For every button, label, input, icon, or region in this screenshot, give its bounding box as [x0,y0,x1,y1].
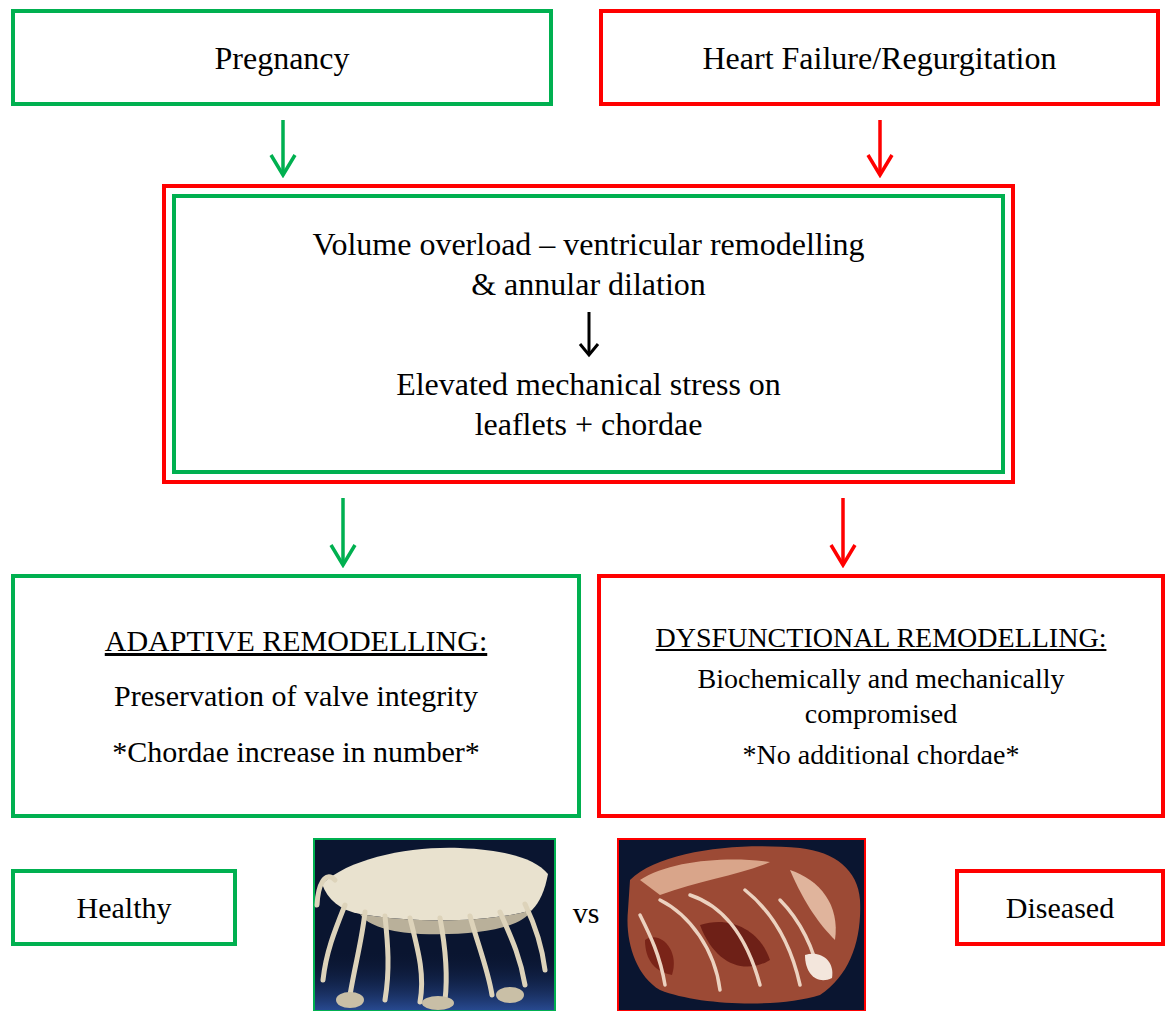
chorda [470,916,492,995]
photo-frame [618,839,865,1011]
label-anchor: vs [556,893,616,933]
inner-border: Volume overload – ventricular remodellin… [172,194,1005,474]
valve-tissue [627,846,860,1003]
chorda [690,895,760,985]
tag-box: Diseased [955,869,1165,946]
flow-arrow [281,120,285,175]
outcome-box: ADAPTIVE REMODELLING: Preservation of val… [11,574,581,818]
healthy-valve-photo [314,839,555,1011]
cause-box: Pregnancy [11,9,553,106]
outcome-box: DYSFUNCTIONAL REMODELLING: Biochemically … [597,574,1165,818]
papillary-muscle [422,996,454,1010]
valve-leaflet [322,848,548,921]
chordae [640,890,818,990]
flow-arrow-small [574,310,604,358]
comparison-label: vs [573,894,600,932]
box-text: Elevated mechanical stress on leaflets +… [369,364,809,444]
flow-arrow [878,120,882,175]
chorda [745,890,800,985]
box-heading: DYSFUNCTIONAL REMODELLING: [656,620,1107,655]
papillary-muscle [336,992,364,1008]
chorda [525,904,545,970]
photo-frame [314,839,555,1011]
chorda [660,900,720,990]
tissue-highlight [640,859,770,895]
box-text: Pregnancy [214,38,349,78]
flow-arrow [841,498,845,565]
chordae [317,877,545,1002]
chorda [640,915,665,985]
box-heading: Volume overload – ventricular remodellin… [305,224,871,304]
diseased-valve-photo [618,839,865,1011]
papillary-muscle [496,987,524,1003]
tissue-highlight [805,954,832,981]
tag-box: Healthy [11,869,237,946]
process-box: Volume overload – ventricular remodellin… [162,184,1015,484]
box-text: *Chordae increase in number* [112,733,479,771]
box-text: Diseased [1006,889,1114,927]
chorda [440,918,446,1000]
cause-box: Heart Failure/Regurgitation [599,9,1160,106]
chorda [500,912,525,985]
box-text: Healthy [77,889,172,927]
chorda [385,916,388,1000]
box-text: *No additional chordae* [743,737,1020,772]
chorda [323,905,345,980]
box-text: Heart Failure/Regurgitation [703,38,1057,78]
box-text: Preservation of valve integrity [114,677,478,715]
box-heading: ADAPTIVE REMODELLING: [105,622,487,660]
chorda [410,918,422,1002]
flow-arrow [341,498,345,565]
arrow-head [580,344,598,355]
box-text: Biochemically and mechanically compromis… [685,661,1077,731]
chorda [317,877,335,905]
arrow-shaft [587,312,590,354]
chorda [350,912,365,995]
tissue-highlight [790,870,836,940]
